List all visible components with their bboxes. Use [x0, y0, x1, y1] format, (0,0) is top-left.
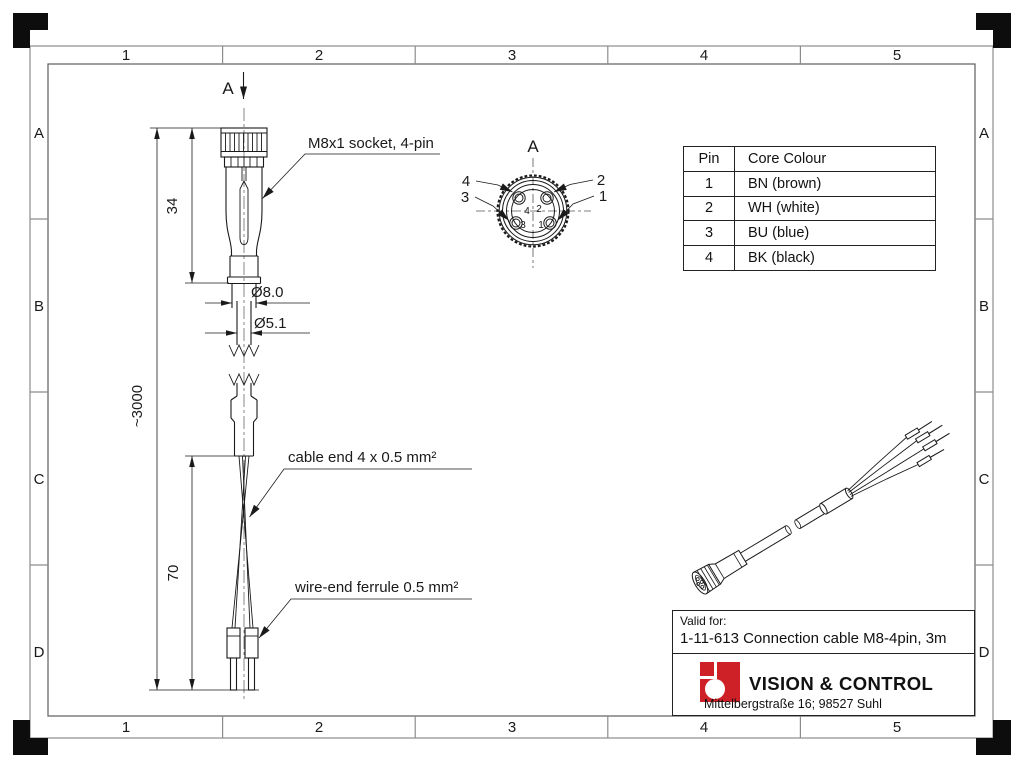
cable-illustration — [691, 421, 950, 595]
table-row: 4 BK (black) — [683, 245, 936, 271]
dim-dia51-label: Ø5.1 — [254, 315, 287, 332]
pin-1-inner-number: 1 — [538, 220, 544, 231]
logo-circle — [705, 678, 725, 699]
corner-mark-bottom-right — [976, 720, 1011, 755]
pin-2-inner-number: 2 — [536, 204, 542, 215]
wire-end-ferrules — [226, 627, 259, 691]
grid-col-label: 4 — [700, 719, 708, 736]
logo-gap-vertical — [713, 662, 717, 679]
company-name: VISION & CONTROL — [749, 673, 934, 694]
connector-front-view — [220, 108, 268, 700]
dimensions — [149, 72, 472, 691]
pin-4-inner-number: 4 — [524, 206, 530, 217]
pin-2-label: 2 — [597, 172, 605, 189]
header-core-colour: Core Colour — [734, 146, 936, 172]
table-row: 3 BU (blue) — [683, 220, 936, 247]
grid-col-label: 5 — [893, 719, 901, 736]
pin-3-label: 3 — [461, 189, 469, 206]
logo-gap-horizontal — [700, 675, 717, 679]
valid-for-section: Valid for: 1-11-613 Connection cable M8-… — [673, 611, 974, 654]
cable-break-symbol — [228, 343, 260, 358]
header-pin: Pin — [683, 146, 735, 172]
table-row: 1 BN (brown) — [683, 170, 936, 197]
pin-sockets — [509, 191, 557, 230]
grid-row-label: B — [34, 298, 44, 315]
table-row: 2 WH (white) — [683, 195, 936, 222]
table-header-row: Pin Core Colour — [683, 146, 936, 172]
dim-3000-label: ~3000 — [129, 385, 146, 427]
grid-col-label: 4 — [700, 47, 708, 64]
pin-3-inner-number: 3 — [520, 220, 526, 231]
pin-number: 1 — [683, 170, 735, 197]
grid-reference-labels: 1 2 3 4 5 1 2 3 4 5 A B C D A B C D — [34, 47, 990, 736]
core-colour: BN (brown) — [734, 170, 936, 197]
pin-number: 2 — [683, 195, 735, 222]
leader-cable-end — [249, 468, 472, 518]
company-section: VISION & CONTROL Mittelbergstraße 16; 98… — [673, 654, 974, 714]
company-address: Mittelbergstraße 16; 98527 Suhl — [704, 697, 882, 711]
corner-crop-marks — [13, 13, 1011, 755]
grid-row-label: D — [34, 644, 45, 661]
leader-socket — [262, 153, 440, 199]
sheet-frame — [29, 45, 994, 739]
grid-row-label: C — [979, 471, 990, 488]
valid-for-label: Valid for: — [680, 614, 727, 628]
dim-34-label: 34 — [164, 198, 181, 215]
company-logo — [700, 662, 740, 702]
item-designation: 1-11-613 Connection cable M8-4pin, 3m — [680, 630, 947, 647]
grid-col-label: 2 — [315, 719, 323, 736]
ferrule-label: wire-end ferrule 0.5 mm² — [294, 579, 458, 596]
grid-col-label: 5 — [893, 47, 901, 64]
grid-col-label: 2 — [315, 47, 323, 64]
cable-break-symbol — [228, 372, 260, 387]
illustration-ferrules — [904, 427, 938, 468]
dim-dia8-label: Ø8.0 — [251, 284, 284, 301]
grid-col-label: 3 — [508, 719, 516, 736]
grid-col-label: 1 — [122, 719, 130, 736]
core-colour: BU (blue) — [734, 220, 936, 247]
leader-ferrule — [258, 598, 472, 639]
grid-row-label: C — [34, 471, 45, 488]
corner-mark-top-left — [13, 13, 48, 48]
cable-end-label: cable end 4 x 0.5 mm² — [288, 449, 436, 466]
pin-1-label: 1 — [599, 188, 607, 205]
inner-border — [47, 63, 976, 717]
section-cut-label: A — [222, 79, 234, 98]
pin-number: 4 — [683, 245, 735, 271]
wire-fan — [231, 455, 254, 629]
dimension-texts: A 34 ~3000 70 Ø8.0 Ø5.1 M8x1 socket, 4-p… — [129, 79, 458, 596]
core-colour: WH (white) — [734, 195, 936, 222]
pin-core-colour-table: Pin Core Colour 1 BN (brown) 2 WH (white… — [683, 146, 936, 271]
title-block: Valid for: 1-11-613 Connection cable M8-… — [672, 610, 975, 716]
section-view: A 4 3 2 1 4 2 3 1 — [461, 137, 607, 268]
dim-70-label: 70 — [165, 565, 182, 582]
grid-row-label: A — [979, 125, 989, 142]
socket-label: M8x1 socket, 4-pin — [308, 135, 434, 152]
pin-number: 3 — [683, 220, 735, 247]
grid-col-label: 1 — [122, 47, 130, 64]
pin-4-label: 4 — [462, 173, 470, 190]
corner-mark-top-right — [976, 13, 1011, 48]
grid-row-label: B — [979, 298, 989, 315]
section-view-title: A — [527, 137, 539, 156]
grid-row-label: A — [34, 125, 44, 142]
grid-col-label: 3 — [508, 47, 516, 64]
grid-row-label: D — [979, 644, 990, 661]
core-colour: BK (black) — [734, 245, 936, 271]
corner-mark-bottom-left — [13, 720, 48, 755]
pin-leaders — [474, 179, 595, 221]
